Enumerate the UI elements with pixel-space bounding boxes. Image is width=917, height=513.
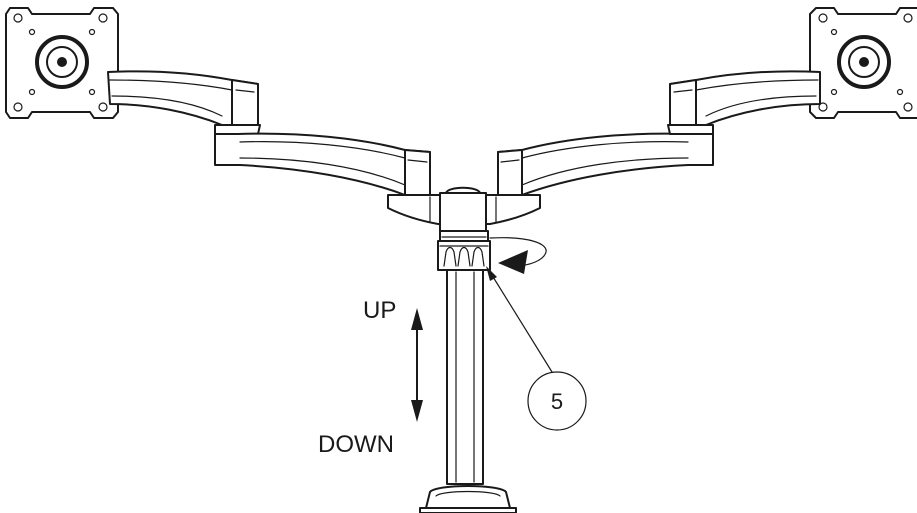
right-inner-arm: [497, 132, 714, 196]
label-up: UP: [363, 297, 396, 324]
left-inner-arm: [214, 132, 431, 196]
height-adjustment-collar: [437, 230, 491, 271]
callout-5: 5: [486, 266, 587, 431]
right-vesa-plate: [809, 7, 917, 119]
up-down-arrow-icon: [411, 308, 423, 422]
label-down: DOWN: [318, 431, 394, 458]
base-clamp: [419, 485, 517, 513]
callout-number: 5: [551, 389, 563, 414]
rotation-arrow-icon: [489, 237, 547, 274]
central-hub: [387, 186, 541, 232]
right-outer-arm: [667, 70, 821, 135]
pole: [446, 269, 484, 485]
left-outer-arm: [107, 70, 261, 135]
left-vesa-plate: [5, 7, 119, 119]
